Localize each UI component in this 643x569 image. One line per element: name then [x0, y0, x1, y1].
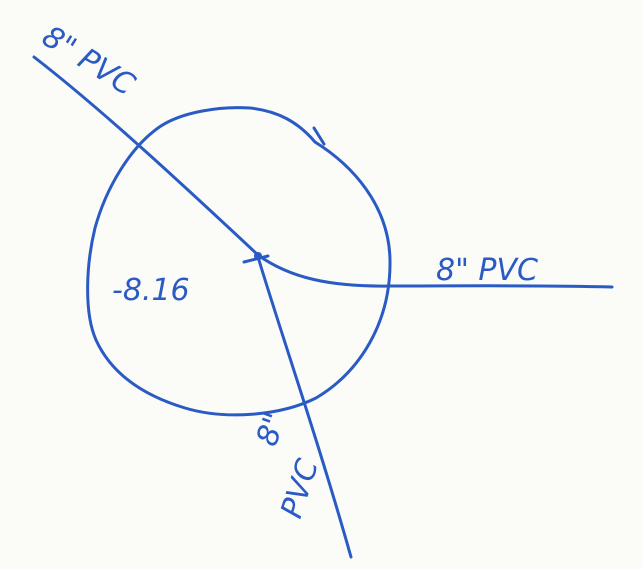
junction-dot: [254, 252, 262, 260]
pipe-right-label: 8" PVC: [436, 253, 538, 288]
elevation-label: -8.16: [112, 273, 190, 308]
pipe-upper-left-label: 8" PVC: [36, 19, 141, 103]
pipe-bottom-line: [256, 255, 353, 559]
pipe-right-line: [256, 253, 614, 289]
pipe-bottom-label-line2: PVC: [274, 455, 326, 523]
manhole-circle: [86, 106, 392, 417]
pipe-upper-left-line: [32, 55, 260, 257]
manhole-tick: [312, 126, 326, 146]
